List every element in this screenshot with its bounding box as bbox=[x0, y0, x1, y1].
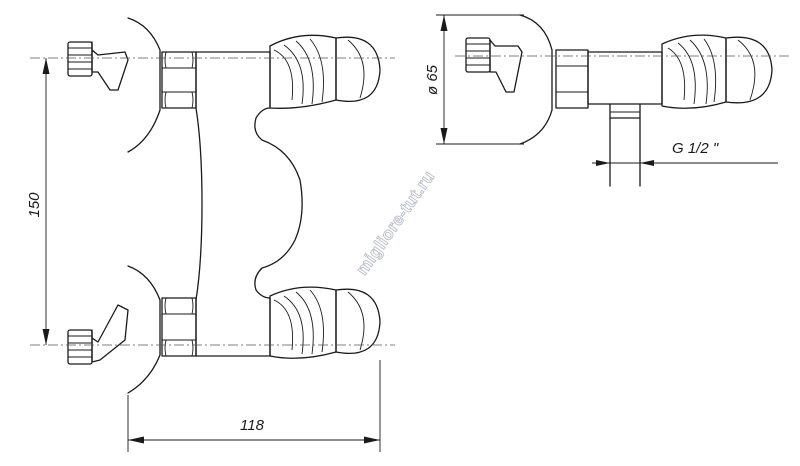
dimension-height-label: 150 bbox=[26, 192, 43, 218]
top-eccentric-connector bbox=[67, 41, 129, 91]
bottom-eccentric-connector bbox=[67, 304, 129, 365]
dimension-diameter: ø 65 bbox=[424, 14, 524, 145]
top-wall-flange bbox=[127, 17, 161, 153]
top-hex-nut bbox=[161, 51, 197, 109]
side-hex-nut bbox=[555, 49, 589, 109]
side-eccentric-connector bbox=[465, 37, 523, 93]
dimension-width-label: 118 bbox=[240, 417, 265, 434]
mixer-body bbox=[195, 51, 303, 357]
dimension-thread-label: G 1/2 " bbox=[672, 140, 719, 157]
top-handle bbox=[269, 34, 381, 109]
side-wall-flange bbox=[519, 14, 553, 145]
watermark: migliore-tut.ru bbox=[353, 167, 439, 278]
bottom-handle bbox=[269, 286, 381, 359]
side-view bbox=[455, 14, 790, 187]
side-outlet-pipe bbox=[609, 103, 641, 187]
bottom-wall-flange bbox=[127, 265, 161, 394]
dimension-thread: G 1/2 " bbox=[592, 140, 778, 166]
dimension-height: 150 bbox=[26, 58, 50, 345]
bottom-hex-nut bbox=[161, 297, 197, 357]
side-mixer-body bbox=[587, 51, 663, 105]
dimension-width: 118 bbox=[127, 360, 381, 452]
front-view bbox=[30, 17, 395, 394]
side-handle bbox=[661, 34, 773, 109]
dimension-diameter-label: ø 65 bbox=[424, 64, 441, 95]
